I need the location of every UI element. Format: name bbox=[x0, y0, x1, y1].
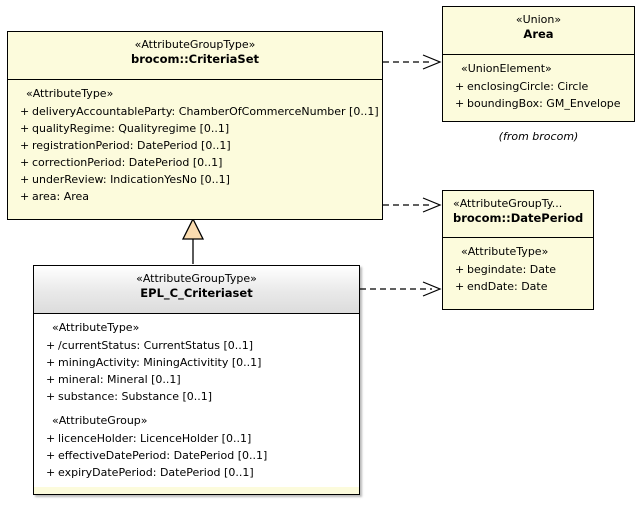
attribute-row[interactable]: + registrationPeriod: DatePeriod [0..1] bbox=[12, 137, 378, 154]
class-name: EPL_C_Criteriaset bbox=[140, 286, 253, 300]
attribute-visibility: + bbox=[20, 173, 30, 186]
attribute-visibility: + bbox=[20, 190, 30, 203]
group-stereotype: «UnionElement» bbox=[461, 62, 552, 75]
attribute-row[interactable]: + expiryDatePeriod: DatePeriod [0..1] bbox=[38, 464, 355, 481]
attribute-text: /currentStatus: CurrentStatus [0..1] bbox=[58, 339, 254, 352]
attribute-text: correctionPeriod: DatePeriod [0..1] bbox=[32, 156, 223, 169]
attribute-visibility: + bbox=[455, 263, 465, 276]
attribute-visibility: + bbox=[20, 139, 30, 152]
attribute-visibility: + bbox=[46, 449, 56, 462]
group-stereotype: «AttributeType» bbox=[26, 87, 114, 100]
attribute-text: expiryDatePeriod: DatePeriod [0..1] bbox=[58, 466, 254, 479]
attribute-visibility: + bbox=[455, 280, 465, 293]
attribute-visibility: + bbox=[46, 432, 56, 445]
attribute-row[interactable]: + correctionPeriod: DatePeriod [0..1] bbox=[12, 154, 378, 171]
class-body-brocom-criteriaset: «AttributeType» + deliveryAccountablePar… bbox=[8, 80, 382, 211]
attribute-row[interactable]: + boundingBox: GM_Envelope bbox=[447, 95, 630, 112]
attribute-row[interactable]: + deliveryAccountableParty: ChamberOfCom… bbox=[12, 103, 379, 120]
class-name: brocom::CriteriaSet bbox=[130, 52, 259, 66]
class-name: brocom::DatePeriod bbox=[453, 211, 584, 225]
class-stereotype: «Union» bbox=[515, 13, 562, 26]
attribute-text: enclosingCircle: Circle bbox=[467, 80, 589, 93]
generalization-epl-criteriaset-to-criteriaset bbox=[181, 217, 205, 264]
attribute-visibility: + bbox=[46, 390, 56, 403]
attribute-text: registrationPeriod: DatePeriod [0..1] bbox=[32, 139, 231, 152]
attribute-row[interactable]: + mineral: Mineral [0..1] bbox=[38, 371, 355, 388]
class-stereotype: «AttributeGroupType» bbox=[136, 272, 257, 285]
attribute-row[interactable]: + begindate: Date bbox=[447, 261, 589, 278]
attribute-row[interactable]: + substance: Substance [0..1] bbox=[38, 388, 355, 405]
class-header-brocom-criteriaset: «AttributeGroupType» brocom::CriteriaSet bbox=[8, 32, 382, 80]
class-name: Area bbox=[523, 27, 554, 41]
attribute-text: substance: Substance [0..1] bbox=[58, 390, 213, 403]
class-header-brocom-dateperiod: «AttributeGroupTy... brocom::DatePeriod bbox=[443, 191, 593, 238]
class-stereotype: «AttributeGroupType» bbox=[134, 38, 256, 51]
attribute-text: endDate: Date bbox=[467, 280, 548, 293]
attribute-text: miningActivity: MiningActivitity [0..1] bbox=[58, 356, 262, 369]
class-body-brocom-dateperiod: «AttributeType» + begindate: Date + endD… bbox=[443, 238, 593, 301]
dependency-criteriaset-to-dateperiod bbox=[383, 197, 442, 213]
attribute-visibility: + bbox=[20, 156, 30, 169]
attribute-text: effectiveDatePeriod: DatePeriod [0..1] bbox=[58, 449, 268, 462]
group-stereotype: «AttributeGroup» bbox=[52, 414, 148, 427]
attribute-row[interactable]: + underReview: IndicationYesNo [0..1] bbox=[12, 171, 378, 188]
attribute-text: deliveryAccountableParty: ChamberOfComme… bbox=[32, 105, 379, 118]
class-epl-c-criteriaset[interactable]: «AttributeGroupType» EPL_C_Criteriaset «… bbox=[33, 265, 360, 495]
group-stereotype: «AttributeType» bbox=[52, 321, 140, 334]
attribute-row[interactable]: + miningActivity: MiningActivitity [0..1… bbox=[38, 354, 355, 371]
attribute-row[interactable]: + licenceHolder: LicenceHolder [0..1] bbox=[38, 430, 355, 447]
attribute-row[interactable]: + qualityRegime: Qualityregime [0..1] bbox=[12, 120, 378, 137]
attribute-text: underReview: IndicationYesNo [0..1] bbox=[32, 173, 230, 186]
attribute-row[interactable]: + effectiveDatePeriod: DatePeriod [0..1] bbox=[38, 447, 355, 464]
attribute-text: licenceHolder: LicenceHolder [0..1] bbox=[58, 432, 252, 445]
attribute-visibility: + bbox=[20, 105, 30, 118]
class-body-area: «UnionElement» + enclosingCircle: Circle… bbox=[443, 55, 634, 118]
attribute-text: area: Area bbox=[32, 190, 90, 203]
attribute-visibility: + bbox=[46, 466, 56, 479]
dependency-criteriaset-to-area bbox=[383, 54, 442, 70]
class-area[interactable]: «Union» Area «UnionElement» + enclosingC… bbox=[442, 6, 635, 122]
attribute-row[interactable]: + endDate: Date bbox=[447, 278, 589, 295]
attribute-visibility: + bbox=[46, 373, 56, 386]
attribute-visibility: + bbox=[46, 339, 56, 352]
attribute-text: begindate: Date bbox=[467, 263, 557, 276]
attribute-visibility: + bbox=[455, 97, 465, 110]
attribute-text: qualityRegime: Qualityregime [0..1] bbox=[32, 122, 230, 135]
attribute-text: mineral: Mineral [0..1] bbox=[58, 373, 181, 386]
attribute-text: boundingBox: GM_Envelope bbox=[467, 97, 621, 110]
attribute-row[interactable]: + enclosingCircle: Circle bbox=[447, 78, 630, 95]
class-brocom-dateperiod[interactable]: «AttributeGroupTy... brocom::DatePeriod … bbox=[442, 190, 594, 310]
class-header-epl-c-criteriaset: «AttributeGroupType» EPL_C_Criteriaset bbox=[34, 266, 359, 314]
class-brocom-criteriaset[interactable]: «AttributeGroupType» brocom::CriteriaSet… bbox=[7, 31, 383, 220]
dependency-epl-criteriaset-to-dateperiod bbox=[360, 281, 442, 297]
class-header-area: «Union» Area bbox=[443, 7, 634, 55]
attribute-visibility: + bbox=[46, 356, 56, 369]
class-stereotype: «AttributeGroupTy... bbox=[453, 197, 563, 210]
attribute-visibility: + bbox=[455, 80, 465, 93]
attribute-row[interactable]: + area: Area bbox=[12, 188, 378, 205]
class-body-epl-c-criteriaset: «AttributeType» + /currentStatus: Curren… bbox=[34, 314, 359, 487]
group-stereotype: «AttributeType» bbox=[461, 245, 549, 258]
group-separator-space bbox=[38, 405, 355, 412]
attribute-visibility: + bbox=[20, 122, 30, 135]
attribute-row[interactable]: + /currentStatus: CurrentStatus [0..1] bbox=[38, 337, 355, 354]
area-package-note: (from brocom) bbox=[498, 130, 579, 143]
